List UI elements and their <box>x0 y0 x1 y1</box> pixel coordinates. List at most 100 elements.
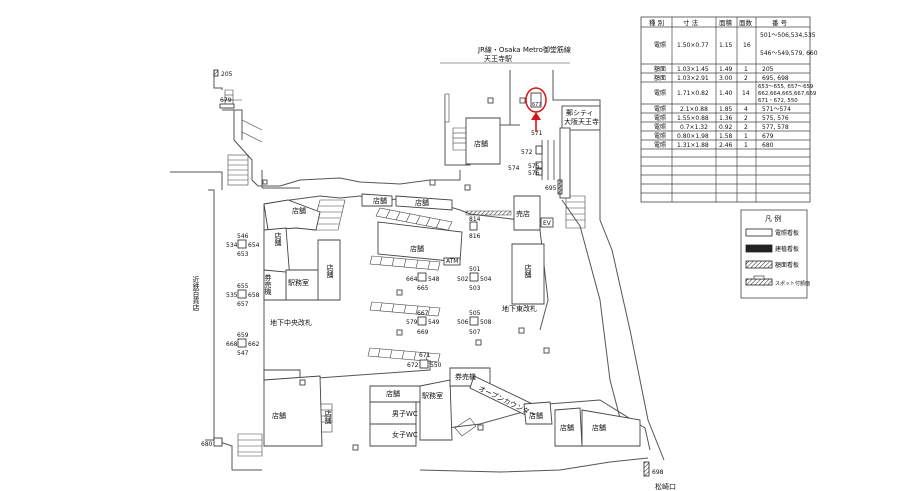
sign-label-664: 664 <box>406 276 418 283</box>
sign-label-659: 659 <box>237 332 249 339</box>
shop-label-6: 店舗 <box>272 411 286 420</box>
table-row0-numbers-1: 501～506,534,535 <box>760 32 816 39</box>
sign-label-679: 679 <box>220 97 232 104</box>
sign-label-534: 534 <box>226 242 238 249</box>
table-row3-size: 1.71×0.82 <box>677 90 709 97</box>
table-row8-numbers: 680 <box>762 142 774 149</box>
sign-label-548: 548 <box>428 276 440 283</box>
shop-label-8: 店舗 <box>529 411 543 420</box>
sign-label-680: 680 <box>201 441 213 448</box>
table-row0-type: 電照 <box>654 42 666 49</box>
table-row4-numbers: 571～574 <box>762 106 791 113</box>
table-row2-area: 3.00 <box>719 75 733 82</box>
sign-label-572: 572 <box>521 149 533 156</box>
sign-label-653: 653 <box>237 251 249 258</box>
sign-label-655: 655 <box>237 283 249 290</box>
ev-label: EV <box>543 220 552 227</box>
table-row6-size: 0.7×1.32 <box>680 124 708 131</box>
shops <box>262 93 641 451</box>
table-row0-area: 1.15 <box>719 42 733 49</box>
east-gate-label: 地下東改札 <box>502 304 537 313</box>
table-row5-size: 1.55×0.88 <box>677 115 709 122</box>
sign-label-657: 657 <box>237 301 249 308</box>
sign-marker-501 <box>469 272 479 282</box>
sign-label-506: 506 <box>457 319 469 326</box>
shop-label-7: 店舗 <box>386 389 400 398</box>
station-office-label-1: 駅務室 <box>288 278 309 287</box>
sign-label-507: 507 <box>469 329 481 336</box>
legend-item-lit-sign: 電照看板 <box>775 229 799 237</box>
sign-label-695: 695 <box>545 185 557 192</box>
table-header-size: 寸 法 <box>683 18 699 27</box>
abeno-city-label-2: 大阪天王寺 <box>564 117 599 126</box>
sign-label-550: 550 <box>430 362 442 369</box>
shop-label-2: 店舗 <box>373 196 387 205</box>
sign-label-814: 814 <box>469 216 481 223</box>
shop-label-v4: 店舗 <box>324 409 332 425</box>
table-row6-count: 2 <box>744 124 748 131</box>
sign-marker-572 <box>535 145 543 155</box>
table-header-count: 面数 <box>739 18 753 27</box>
sign-marker-546 <box>237 239 247 249</box>
sign-label-658: 658 <box>248 292 260 299</box>
women-wc-label: 女子WC <box>392 430 418 439</box>
sign-label-669: 669 <box>417 329 429 336</box>
sign-label-549: 549 <box>428 319 440 326</box>
sign-marker-814 <box>469 221 478 231</box>
sign-label-535: 535 <box>226 292 238 299</box>
station-office-label-2: 駅務室 <box>422 391 443 400</box>
table-row3-numbers-3: 671・672, 550 <box>758 98 798 104</box>
table-header-area: 面積 <box>719 18 733 27</box>
sign-label-508: 508 <box>480 319 492 326</box>
shop-label-v2: 店舗 <box>326 263 334 279</box>
table-row5-area: 1.36 <box>719 115 733 122</box>
table-row1-numbers: 205 <box>762 66 774 73</box>
kiosk-label: 売店 <box>516 209 530 218</box>
sign-label-504: 504 <box>480 276 492 283</box>
sign-label-503: 503 <box>469 285 481 292</box>
sign-label-576: 576 <box>528 170 540 177</box>
shop-label-5: 店舗 <box>410 244 424 253</box>
sign-label-574: 574 <box>508 165 520 172</box>
sign-label-579: 579 <box>406 319 418 326</box>
highlight-marker <box>525 87 547 132</box>
shop-label-4: 店舗 <box>292 206 306 215</box>
table-row3-numbers-1: 653～655, 657～659 <box>758 84 814 90</box>
kintetsu-label: 近鉄百貨店 <box>192 275 200 312</box>
legend-spot-frame-swatch-top <box>753 275 765 280</box>
table-row3-area: 1.40 <box>719 90 733 97</box>
table-row0-size: 1.50×0.77 <box>677 42 709 49</box>
sign-label-816: 816 <box>469 233 481 240</box>
sign-label-677: 677 <box>532 102 542 108</box>
sign-label-205: 205 <box>221 71 233 78</box>
sign-label-671: 671 <box>419 352 431 359</box>
legend-item-standing-sign: 建植看板 <box>775 245 799 253</box>
sign-label-571: 571 <box>531 130 543 137</box>
highlight-arrow-head <box>531 112 541 120</box>
sign-marker-698 <box>643 461 650 477</box>
table-row6-area: 0.92 <box>719 124 733 131</box>
sign-table: 種 別 寸 法 面積 面数 番 号 電照 1.50×0.77 1.15 16 5… <box>640 16 818 203</box>
table-row7-area: 1.58 <box>719 133 733 140</box>
atm-label: ATM <box>446 258 458 265</box>
legend-item-frame-sign: 額面看板 <box>775 261 799 269</box>
legend: 凡 例 電照看板 建植看板 額面看板 スポット付額面 <box>740 209 810 299</box>
legend-spot-frame-swatch <box>745 278 773 286</box>
table-row3-count: 14 <box>742 90 750 97</box>
sign-marker-680 <box>213 437 223 447</box>
legend-standing-sign-swatch <box>745 244 773 253</box>
table-row1-size: 1.03×1.45 <box>677 66 709 73</box>
table-row2-size: 1.03×2.91 <box>677 75 709 82</box>
sign-label-654: 654 <box>248 242 260 249</box>
sign-label-665: 665 <box>417 285 429 292</box>
shop-label-3: 店舗 <box>415 198 429 207</box>
shop-label-10: 店舗 <box>592 423 606 432</box>
table-header-type: 種 別 <box>649 18 664 27</box>
sign-label-501: 501 <box>469 266 481 273</box>
ticket-machine-label: 券売機 <box>455 372 476 381</box>
table-row3-numbers-2: 662,664,665,667,669 <box>758 91 817 97</box>
table-row4-count: 4 <box>744 106 748 113</box>
legend-title: 凡 例 <box>765 214 781 223</box>
central-gate-label: 地下中央改札 <box>270 318 312 327</box>
